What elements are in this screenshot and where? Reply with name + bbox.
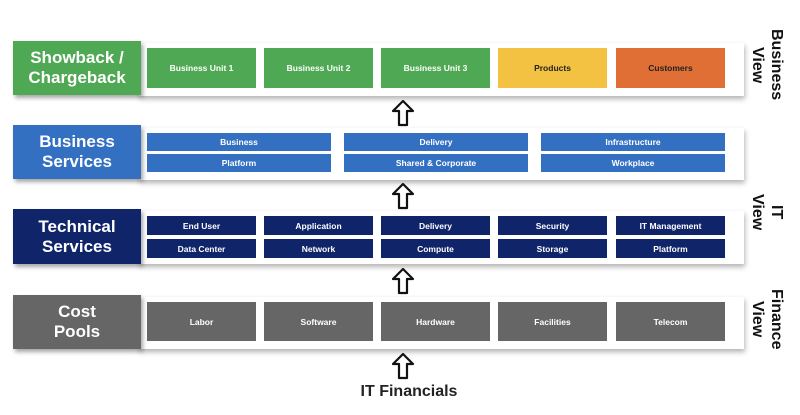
cell-products: Products <box>498 48 607 88</box>
view-line: View <box>749 46 766 84</box>
up-arrow-icon <box>391 352 415 380</box>
cell-telecom: Telecom <box>616 302 725 341</box>
cell-platform: Platform <box>147 154 331 172</box>
cell-shared-corporate: Shared & Corporate <box>344 154 528 172</box>
cell-business-unit-2: Business Unit 2 <box>264 48 373 88</box>
cell-labor: Labor <box>147 302 256 341</box>
view-line: View <box>749 300 766 338</box>
cell-facilities: Facilities <box>498 302 607 341</box>
cell-application: Application <box>264 216 373 235</box>
cell-delivery: Delivery <box>344 133 528 151</box>
cell-storage: Storage <box>498 239 607 258</box>
cell-it-management: IT Management <box>616 216 725 235</box>
cell-network: Network <box>264 239 373 258</box>
footer-it-financials: IT Financials <box>360 383 458 400</box>
cell-business-unit-3: Business Unit 3 <box>381 48 490 88</box>
cell-software: Software <box>264 302 373 341</box>
business-services-label: Business Services <box>13 125 141 179</box>
cell-delivery: Delivery <box>381 216 490 235</box>
cell-customers: Customers <box>616 48 725 88</box>
cell-infrastructure: Infrastructure <box>541 133 725 151</box>
cell-workplace: Workplace <box>541 154 725 172</box>
cell-business: Business <box>147 133 331 151</box>
cell-end-user: End User <box>147 216 256 235</box>
cell-security: Security <box>498 216 607 235</box>
cost-pools-label: Cost Pools <box>13 295 141 349</box>
cell-platform: Platform <box>616 239 725 258</box>
cell-hardware: Hardware <box>381 302 490 341</box>
up-arrow-icon <box>391 99 415 127</box>
up-arrow-icon <box>391 267 415 295</box>
up-arrow-icon <box>391 182 415 210</box>
view-line: Business <box>768 29 785 101</box>
technical-services-label: Technical Services <box>13 209 141 264</box>
view-line: IT <box>768 204 785 220</box>
showback-chargeback-label: Showback / Chargeback <box>13 41 141 95</box>
view-line: Finance <box>768 288 785 350</box>
cell-data-center: Data Center <box>147 239 256 258</box>
view-line: View <box>749 193 766 231</box>
cell-compute: Compute <box>381 239 490 258</box>
cell-business-unit-1: Business Unit 1 <box>147 48 256 88</box>
